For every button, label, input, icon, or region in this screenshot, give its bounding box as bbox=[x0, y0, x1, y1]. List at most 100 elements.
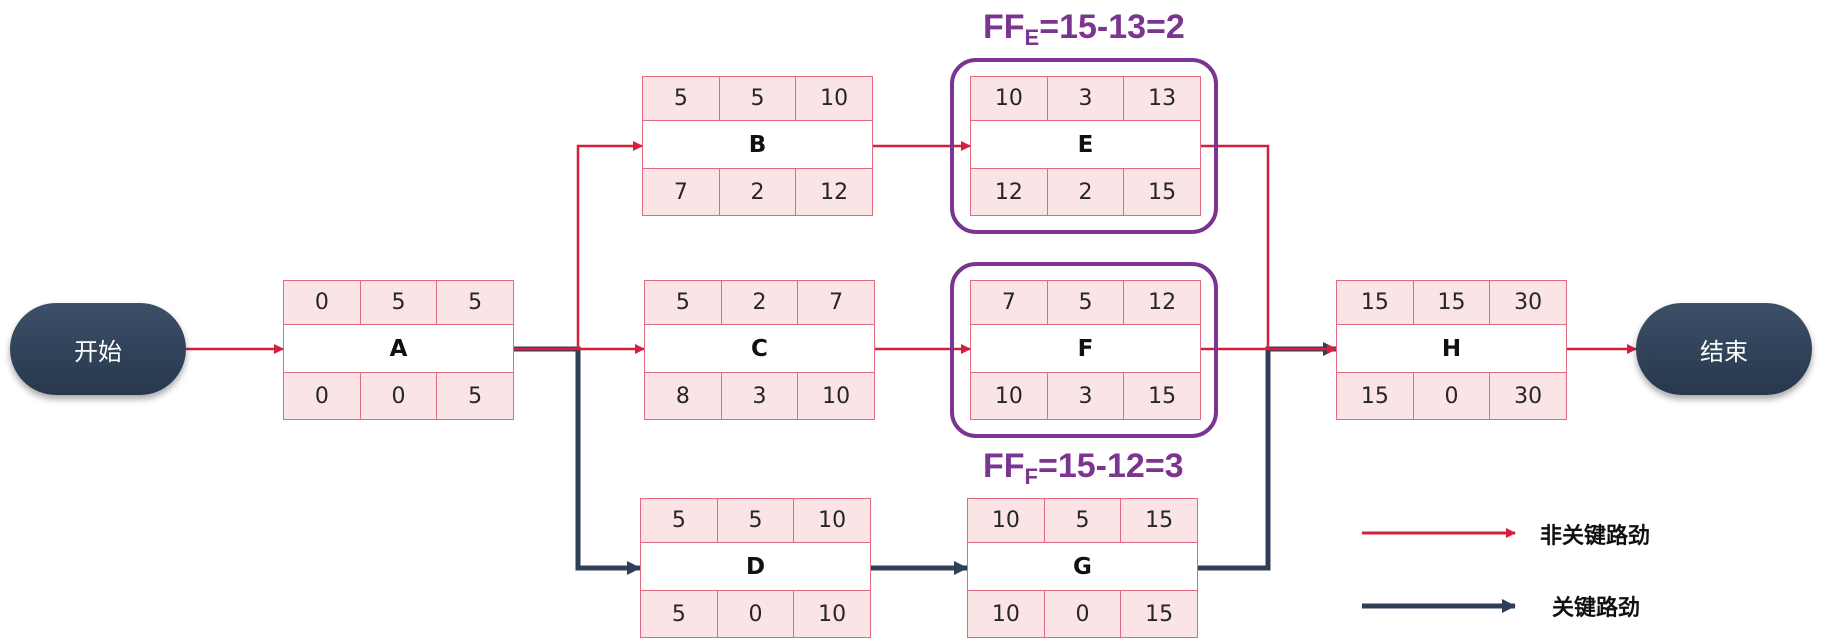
edge-e-h bbox=[1201, 144, 1337, 354]
node-b-es: 5 bbox=[673, 86, 688, 111]
node-g-top-row: 10 5 15 bbox=[967, 498, 1198, 543]
free-float-f-formula: FFF=15-12=3 bbox=[983, 447, 1184, 490]
node-g-ef: 15 bbox=[1120, 499, 1197, 542]
node-f-ef: 12 bbox=[1123, 281, 1200, 324]
free-float-e-subscript: E bbox=[1024, 25, 1040, 50]
node-c-total-float: 3 bbox=[720, 373, 798, 419]
node-b-top-row: 5 5 10 bbox=[642, 76, 873, 121]
node-h-top-row: 15 15 30 bbox=[1336, 280, 1567, 325]
node-d-ef: 10 bbox=[793, 499, 870, 542]
node-d-bottom-row: 5 0 10 bbox=[640, 590, 871, 638]
node-a-name: A bbox=[283, 325, 514, 372]
node-c-name: C bbox=[644, 325, 875, 372]
node-e-lf: 15 bbox=[1123, 169, 1200, 215]
edge-layer bbox=[186, 141, 1637, 575]
node-c-es: 5 bbox=[675, 290, 690, 315]
node-a-top-row: 0 5 5 bbox=[283, 280, 514, 325]
node-f: 7 5 12 F 10 3 15 bbox=[970, 280, 1201, 420]
node-f-top-row: 7 5 12 bbox=[970, 280, 1201, 325]
free-float-e-expression: =15-13=2 bbox=[1039, 8, 1185, 46]
free-float-f-expression: =15-12=3 bbox=[1038, 447, 1184, 485]
node-a-duration: 5 bbox=[359, 281, 437, 324]
highlight-box-f bbox=[950, 262, 1218, 438]
node-g-total-float: 0 bbox=[1043, 591, 1121, 637]
node-h-bottom-row: 15 0 30 bbox=[1336, 372, 1567, 420]
legend-critical-label: 关键路劲 bbox=[1552, 596, 1641, 621]
node-b-ef: 10 bbox=[795, 77, 872, 120]
node-e-name: E bbox=[970, 121, 1201, 168]
node-h-duration: 15 bbox=[1412, 281, 1490, 324]
node-h-lf: 30 bbox=[1489, 373, 1566, 419]
node-f-lf: 15 bbox=[1123, 373, 1200, 419]
node-b-bottom-row: 7 2 12 bbox=[642, 168, 873, 216]
node-h-ls: 15 bbox=[1360, 383, 1389, 409]
node-d-es: 5 bbox=[671, 508, 686, 533]
node-d-duration: 5 bbox=[716, 499, 794, 542]
node-b: 5 5 10 B 7 2 12 bbox=[642, 76, 873, 216]
node-g: 10 5 15 G 10 0 15 bbox=[967, 498, 1198, 638]
node-f-es: 7 bbox=[1001, 290, 1016, 315]
free-float-f-prefix: FF bbox=[983, 447, 1025, 485]
free-float-f-subscript: F bbox=[1024, 464, 1038, 489]
node-g-ls: 10 bbox=[991, 601, 1020, 627]
node-g-duration: 5 bbox=[1043, 499, 1121, 542]
node-a-lf: 5 bbox=[436, 373, 513, 419]
node-g-lf: 15 bbox=[1120, 591, 1197, 637]
node-b-duration: 5 bbox=[718, 77, 796, 120]
node-a-total-float: 0 bbox=[359, 373, 437, 419]
highlight-box-e bbox=[950, 58, 1218, 234]
node-h-total-float: 0 bbox=[1412, 373, 1490, 419]
node-c-top-row: 5 2 7 bbox=[644, 280, 875, 325]
edge-g-h bbox=[1198, 342, 1337, 571]
node-e-es: 10 bbox=[994, 86, 1023, 111]
node-a: 0 5 5 A 0 0 5 bbox=[283, 280, 514, 420]
node-g-es: 10 bbox=[991, 508, 1020, 533]
start-label: 开始 bbox=[74, 337, 122, 366]
node-b-total-float: 2 bbox=[718, 169, 796, 215]
legend-lines bbox=[1362, 528, 1516, 613]
node-a-bottom-row: 0 0 5 bbox=[283, 372, 514, 420]
node-g-bottom-row: 10 0 15 bbox=[967, 590, 1198, 638]
node-h: 15 15 30 H 15 0 30 bbox=[1336, 280, 1567, 420]
node-d-ls: 5 bbox=[671, 601, 686, 627]
end-label: 结束 bbox=[1700, 337, 1748, 366]
node-f-name: F bbox=[970, 325, 1201, 372]
node-f-duration: 5 bbox=[1046, 281, 1124, 324]
node-g-name: G bbox=[967, 543, 1198, 590]
node-e: 10 3 13 E 12 2 15 bbox=[970, 76, 1201, 216]
node-b-ls: 7 bbox=[673, 179, 688, 205]
node-h-ef: 30 bbox=[1489, 281, 1566, 324]
node-c-bottom-row: 8 3 10 bbox=[644, 372, 875, 420]
free-float-e-prefix: FF bbox=[983, 8, 1025, 46]
node-d-lf: 10 bbox=[793, 591, 870, 637]
node-h-name: H bbox=[1336, 325, 1567, 372]
node-d: 5 5 10 D 5 0 10 bbox=[640, 498, 871, 638]
node-e-ls: 12 bbox=[994, 179, 1023, 205]
end-terminal: 结束 bbox=[1636, 303, 1812, 395]
node-e-duration: 3 bbox=[1046, 77, 1124, 120]
start-terminal: 开始 bbox=[10, 303, 186, 395]
node-c: 5 2 7 C 8 3 10 bbox=[644, 280, 875, 420]
free-float-e-formula: FFE=15-13=2 bbox=[983, 8, 1185, 51]
node-e-bottom-row: 12 2 15 bbox=[970, 168, 1201, 216]
node-h-es: 15 bbox=[1360, 290, 1389, 315]
node-e-total-float: 2 bbox=[1046, 169, 1124, 215]
node-e-ef: 13 bbox=[1123, 77, 1200, 120]
node-c-duration: 2 bbox=[720, 281, 798, 324]
node-a-es: 0 bbox=[314, 290, 329, 315]
node-c-lf: 10 bbox=[797, 373, 874, 419]
node-f-ls: 10 bbox=[994, 383, 1023, 409]
node-f-bottom-row: 10 3 15 bbox=[970, 372, 1201, 420]
node-a-ls: 0 bbox=[314, 383, 329, 409]
node-f-total-float: 3 bbox=[1046, 373, 1124, 419]
node-e-top-row: 10 3 13 bbox=[970, 76, 1201, 121]
node-b-name: B bbox=[642, 121, 873, 168]
node-b-lf: 12 bbox=[795, 169, 872, 215]
edge-a-d bbox=[514, 346, 641, 575]
legend-non-critical-label: 非关键路劲 bbox=[1540, 524, 1651, 549]
node-c-ls: 8 bbox=[675, 383, 690, 409]
node-d-name: D bbox=[640, 543, 871, 590]
edge-a-b bbox=[514, 141, 643, 351]
node-c-ef: 7 bbox=[797, 281, 874, 324]
